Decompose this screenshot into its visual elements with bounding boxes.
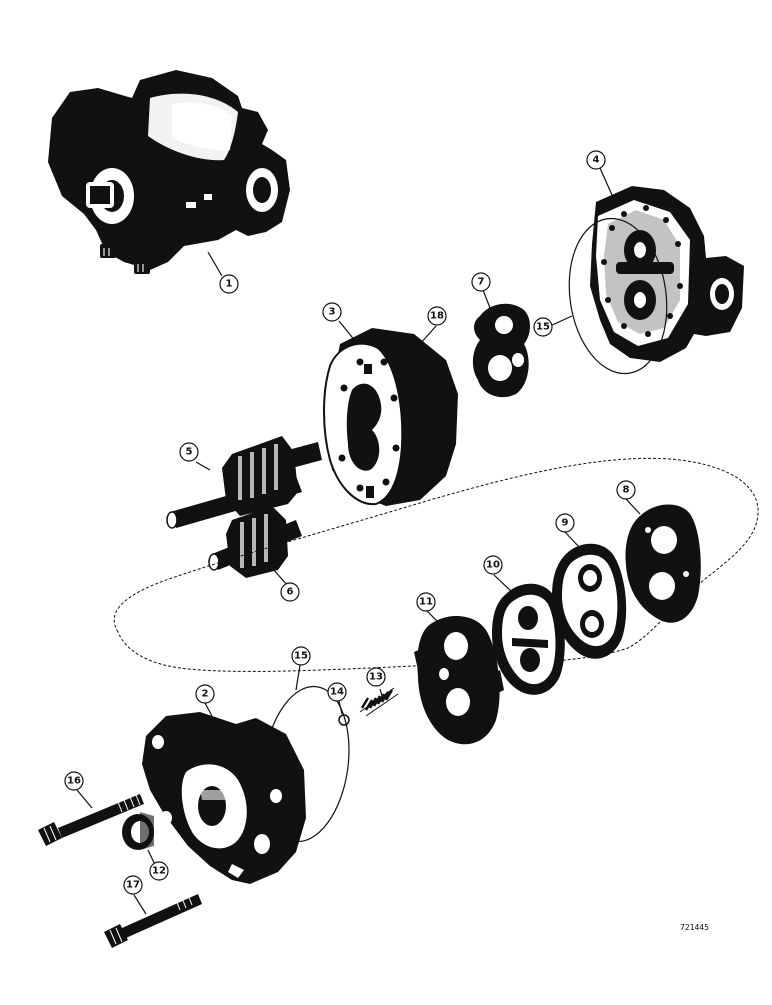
svg-text:17: 17 [126, 880, 140, 891]
svg-text:16: 16 [67, 776, 81, 787]
gear-housing [323, 328, 458, 506]
short-bolt [104, 894, 202, 948]
callout-8: 8 [616, 480, 636, 500]
callout-3: 3 [322, 302, 342, 322]
svg-text:4: 4 [593, 155, 600, 166]
svg-text:8: 8 [623, 485, 630, 496]
front-cover [142, 712, 306, 884]
leader-lines [76, 167, 641, 915]
kit-group-boundary [113, 457, 759, 672]
svg-text:11: 11 [419, 597, 433, 608]
drive-gear-shaft [166, 436, 322, 529]
svg-text:15: 15 [294, 651, 308, 662]
long-bolt [38, 794, 144, 846]
callout-14: 14 [327, 682, 347, 702]
svg-text:9: 9 [562, 518, 569, 529]
callout-11: 11 [416, 592, 436, 612]
callout-10: 10 [483, 555, 503, 575]
svg-text:6: 6 [287, 587, 294, 598]
callout-15-rear: 15 [533, 317, 553, 337]
callout-9: 9 [555, 513, 575, 533]
svg-text:18: 18 [430, 311, 444, 322]
callout-17: 17 [123, 875, 143, 895]
svg-text:15: 15 [536, 322, 550, 333]
callout-1: 1 [219, 274, 239, 294]
seal-plate [552, 543, 627, 659]
drawing-code: 721445 [680, 923, 709, 932]
svg-text:2: 2 [202, 689, 209, 700]
callout-15-front: 15 [291, 646, 311, 666]
svg-text:13: 13 [369, 672, 383, 683]
callout-2: 2 [195, 684, 215, 704]
callout-4: 4 [586, 150, 606, 170]
svg-text:3: 3 [329, 307, 336, 318]
callout-18: 18 [427, 306, 447, 326]
small-gasket [472, 303, 530, 398]
rear-cover [590, 186, 744, 362]
callout-13: 13 [366, 667, 386, 687]
callout-12: 12 [149, 861, 169, 881]
shaft-seal [122, 812, 154, 850]
o-ring-rear [568, 217, 668, 375]
spring [359, 687, 399, 717]
svg-text:1: 1 [226, 279, 233, 290]
callout-16: 16 [64, 771, 84, 791]
svg-text:14: 14 [330, 687, 344, 698]
idler-gear [208, 506, 302, 578]
svg-text:7: 7 [478, 277, 485, 288]
callout-6: 6 [280, 582, 300, 602]
thrust-plate [414, 615, 504, 745]
assembled-pump [48, 70, 290, 274]
svg-text:5: 5 [186, 447, 193, 458]
callout-5: 5 [179, 442, 199, 462]
svg-text:10: 10 [486, 560, 500, 571]
callout-7: 7 [471, 272, 491, 292]
thrust-plate-gasket [625, 504, 701, 623]
svg-text:12: 12 [152, 866, 166, 877]
backup-gasket [492, 583, 565, 695]
